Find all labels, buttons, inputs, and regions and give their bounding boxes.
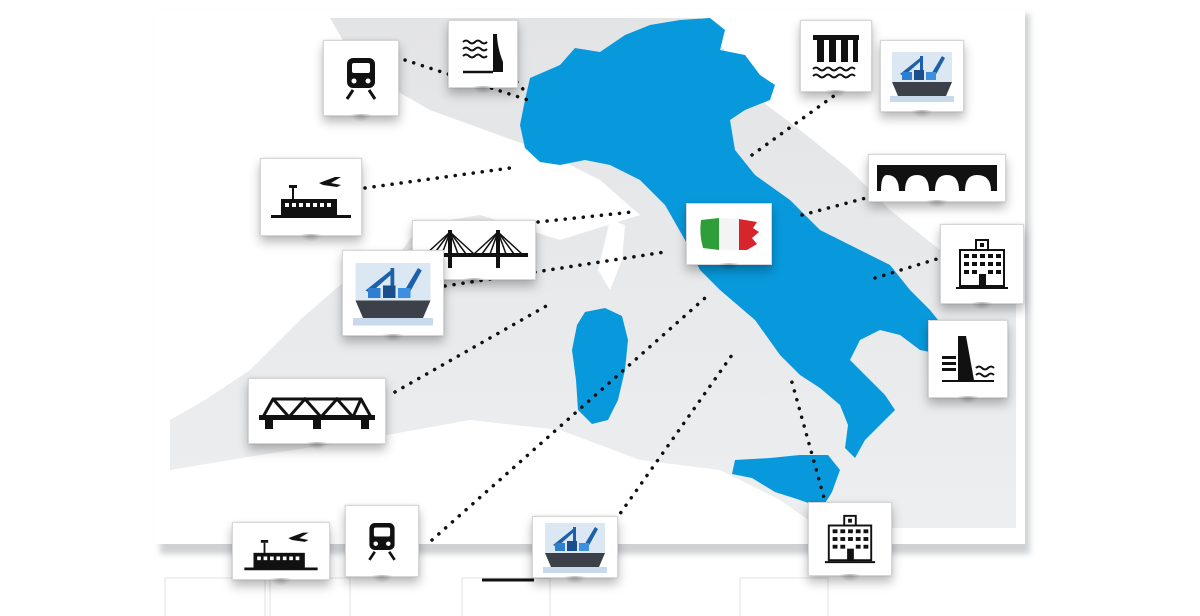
hydro-dam-icon xyxy=(942,336,995,382)
land-west xyxy=(170,18,640,420)
public-building-icon xyxy=(824,514,876,564)
train-card[interactable] xyxy=(345,505,419,583)
connector-lines xyxy=(363,58,942,542)
italy-flag-icon xyxy=(700,218,759,250)
sardinia xyxy=(572,308,628,424)
truss-bridge-icon xyxy=(259,396,375,429)
train-icon xyxy=(368,523,396,561)
airport-card[interactable] xyxy=(260,158,362,242)
airport-icon xyxy=(271,177,351,218)
dam-card[interactable] xyxy=(448,20,518,94)
public-building-card[interactable] xyxy=(808,502,892,582)
land-corsica-area xyxy=(598,220,625,290)
public-building-icon xyxy=(956,239,1008,289)
truss-bridge-card[interactable] xyxy=(248,378,386,450)
land-africa xyxy=(170,420,820,528)
airport-icon xyxy=(244,532,318,571)
cargo-ship-card[interactable] xyxy=(532,516,618,584)
cargo-ship-icon xyxy=(543,523,607,573)
arch-bridge-icon xyxy=(877,165,997,191)
sicily xyxy=(732,455,840,508)
cargo-ship-icon xyxy=(353,263,433,326)
train-icon xyxy=(345,58,377,100)
dam-icon xyxy=(462,34,503,74)
viaduct-card[interactable] xyxy=(800,20,872,98)
viaduct-icon xyxy=(812,35,859,79)
cargo-ship-icon xyxy=(890,52,954,102)
italy-flag-card[interactable] xyxy=(686,203,772,271)
hydro-dam-card[interactable] xyxy=(928,320,1008,404)
card-reflections xyxy=(164,577,829,616)
train-card[interactable] xyxy=(323,40,399,122)
public-building-card[interactable] xyxy=(940,224,1024,310)
cargo-ship-card[interactable] xyxy=(342,250,444,342)
airport-card[interactable] xyxy=(232,522,330,586)
arch-bridge-card[interactable] xyxy=(868,154,1006,208)
cargo-ship-card[interactable] xyxy=(880,40,964,118)
